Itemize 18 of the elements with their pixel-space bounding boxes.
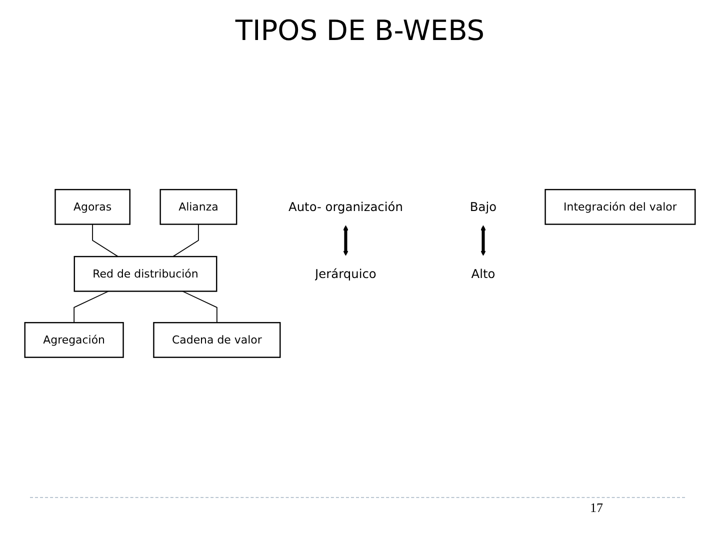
connector [172, 224, 199, 258]
page-number: 17 [590, 500, 603, 515]
arrow [480, 225, 486, 256]
node-box: Red de distribución [74, 256, 218, 292]
node-text: Alto [471, 266, 496, 282]
node-box: Alianza [160, 188, 238, 225]
node-text: Auto- organización [288, 200, 403, 214]
node-text: Bajo [470, 200, 497, 214]
node-box: Integración del valor [544, 188, 696, 225]
title: TIPOS DE B-WEBS [234, 14, 486, 47]
node-text: Jerárquico [315, 266, 376, 282]
node-box: Cadena de valor [153, 322, 281, 358]
arrow [343, 225, 348, 256]
node-box: Agoras [54, 188, 130, 225]
node-box: Agregación [24, 322, 124, 358]
connector [74, 290, 109, 324]
connector [182, 290, 218, 324]
connector [92, 224, 119, 258]
